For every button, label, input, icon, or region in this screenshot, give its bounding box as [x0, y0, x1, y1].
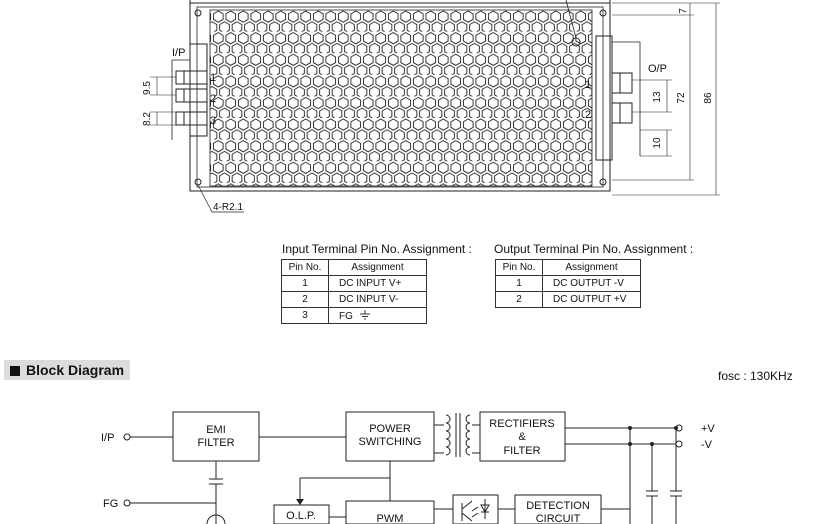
dim-8-2: 8.2 [142, 112, 153, 126]
dim-13: 13 [652, 91, 663, 103]
assignment-cell: DC INPUT V+ [328, 275, 427, 292]
assignment-cell: DC INPUT V- [328, 291, 427, 308]
rectifiers-filter-block [479, 411, 566, 462]
pwm-block [345, 500, 435, 524]
emi-line-1: EMI [206, 424, 226, 436]
op-label: O/P [648, 63, 667, 75]
mount-hole-label: 4-R2.1 [213, 202, 243, 213]
rect-line-2: & [518, 431, 526, 443]
plus-v-label: +V [701, 423, 715, 435]
output-pin-1: 1 [585, 79, 591, 91]
fosc-label: fosc : 130KHz [718, 369, 793, 383]
transformer-icon [434, 413, 480, 457]
vent-perforation [209, 9, 593, 187]
power-line-2: SWITCHING [359, 436, 422, 448]
table-header-row: Pin No. Assignment [281, 259, 427, 276]
table-row: 3 FG [281, 307, 427, 324]
ground-symbol-icon [359, 309, 370, 319]
header-pin-no: Pin No. [495, 259, 543, 276]
input-pin-2: 2 [210, 93, 216, 105]
fg-circle [206, 514, 226, 524]
bd-ip-label: I/P [101, 432, 114, 444]
mechanical-drawing: 9.5 8.2 I/P 1 2 3 4-R2.1 O/P 1 2 13 10 7… [142, 0, 720, 213]
power-line-1: POWER [369, 423, 411, 435]
emi-line-2: FILTER [197, 437, 234, 449]
header-assignment: Assignment [542, 259, 641, 276]
det-line-1: DETECTION [526, 500, 590, 512]
input-pin-1: 1 [210, 72, 216, 84]
output-pin-2: 2 [585, 109, 591, 121]
rect-line-3: FILTER [503, 445, 540, 457]
output-table-title: Output Terminal Pin No. Assignment : [494, 242, 694, 256]
dim-7: 7 [678, 8, 689, 14]
dim-86: 86 [703, 92, 714, 104]
pin-cell: 1 [495, 275, 543, 292]
input-table-title: Input Terminal Pin No. Assignment : [282, 242, 472, 256]
minus-v-label: -V [701, 439, 713, 451]
table-row: 1 DC OUTPUT -V [495, 275, 641, 292]
assignment-cell: DC OUTPUT +V [542, 291, 641, 308]
dim-9-5: 9.5 [142, 81, 153, 95]
det-line-2: CIRCUIT [536, 513, 581, 524]
bd-fg-label: FG [103, 498, 118, 510]
input-terminal-block [171, 43, 208, 140]
olp-label: O.L.P. [286, 510, 316, 522]
square-bullet-icon [10, 366, 20, 376]
block-diagram: I/P EMI FILTER FG POWER SWITCHING RECTIF… [101, 411, 715, 524]
pin-cell: 3 [281, 307, 329, 324]
rect-line-1: RECTIFIERS [489, 418, 554, 430]
output-terminal-block [595, 35, 641, 161]
table-header-row: Pin No. Assignment [495, 259, 641, 276]
table-row: 2 DC INPUT V- [281, 291, 427, 308]
header-pin-no: Pin No. [281, 259, 329, 276]
input-pin-table: Pin No. Assignment 1 DC INPUT V+ 2 DC IN… [281, 259, 427, 324]
pin-cell: 2 [281, 291, 329, 308]
assignment-cell: DC OUTPUT -V [542, 275, 641, 292]
assignment-cell: FG [328, 307, 427, 324]
output-pin-table: Pin No. Assignment 1 DC OUTPUT -V 2 DC O… [495, 259, 641, 308]
fg-text: FG [339, 310, 353, 322]
optocoupler-icon [452, 494, 499, 524]
dim-72: 72 [676, 92, 687, 104]
input-pin-3: 3 [210, 115, 216, 127]
table-row: 2 DC OUTPUT +V [495, 291, 641, 308]
header-assignment: Assignment [328, 259, 427, 276]
pin-cell: 1 [281, 275, 329, 292]
block-diagram-title: Block Diagram [26, 362, 125, 378]
dim-10: 10 [652, 137, 663, 149]
pin-cell: 2 [495, 291, 543, 308]
pwm-label: PWM [377, 513, 404, 524]
olp-block [273, 504, 330, 524]
table-row: 1 DC INPUT V+ [281, 275, 427, 292]
ip-label: I/P [172, 47, 185, 59]
block-diagram-heading: Block Diagram [4, 360, 130, 380]
